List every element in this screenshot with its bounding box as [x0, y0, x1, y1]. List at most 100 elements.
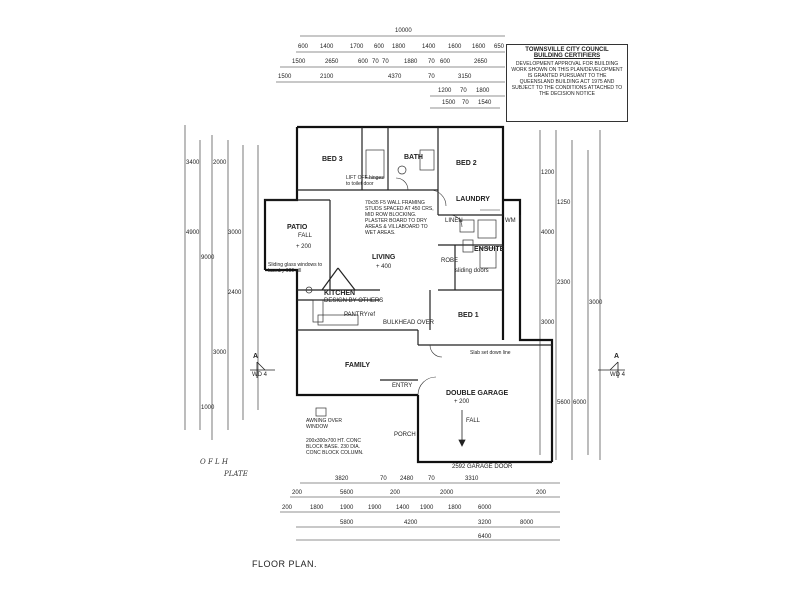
dim-right-1: 4000	[541, 230, 555, 236]
dim-left-4: 3000	[228, 230, 242, 236]
dim-top-r1-6: 1600	[448, 44, 462, 50]
dim-top-r1-0: 600	[298, 44, 309, 50]
dim-right-5: 5600	[557, 400, 571, 406]
dim-bot-r4-2: 3200	[478, 520, 492, 526]
dim-bot-r3-2: 1900	[340, 505, 354, 511]
room-bed1-label: BED 1	[458, 312, 479, 319]
note-sliding-glass: Sliding glass windows to laundry 600 sil…	[268, 262, 323, 274]
dim-left-2: 9000	[201, 255, 215, 261]
dim-bot-r1-0: 3820	[335, 476, 349, 482]
fixtures	[305, 149, 497, 417]
dim-top-r2-2: 600	[358, 59, 369, 65]
dim-bot-r2-4: 200	[536, 490, 547, 496]
dim-top-r1-2: 1700	[350, 44, 364, 50]
dim-top-r1-8: 650	[494, 44, 505, 50]
room-ref-label: ref	[368, 312, 376, 318]
dim-bot-r2-3: 2000	[440, 490, 454, 496]
dim-bot-r2-1: 5600	[340, 490, 354, 496]
dim-right-6: 6000	[573, 400, 587, 406]
dim-top-r2-0: 1500	[292, 59, 306, 65]
dim-bot-r3-1: 1800	[310, 505, 324, 511]
section-marker-left: A	[253, 353, 259, 360]
room-linen-label: LINEN	[445, 218, 463, 224]
stamp-title: TOWNSVILLE CITY COUNCIL	[525, 47, 609, 53]
dim-right-7: 3000	[589, 300, 603, 306]
dim-top-overall: 10000	[395, 28, 412, 34]
room-wm-label: WM	[505, 218, 516, 224]
dim-left-5: 2400	[228, 290, 242, 296]
note-block-base: 200x300x700 HT. CONC BLOCK BASE. 230 DIA…	[306, 438, 364, 456]
dim-bot-r2-0: 200	[292, 490, 303, 496]
dim-bot-r3-7: 6000	[478, 505, 492, 511]
dim-left-7: 1000	[201, 405, 215, 411]
dim-right-2: 1250	[557, 200, 571, 206]
dim-bot-r3-4: 1400	[396, 505, 410, 511]
left-dimension-lines	[184, 125, 259, 440]
dim-top-r5-2: 1540	[478, 100, 492, 106]
dim-top-r3-2: 4370	[388, 74, 402, 80]
room-garage-fall: FALL	[466, 418, 481, 424]
page-title: FLOOR PLAN.	[252, 559, 318, 569]
section-markers	[250, 361, 625, 378]
section-marker-right: A	[614, 353, 620, 360]
exterior-walls	[263, 125, 554, 464]
dim-top-r2-3: 70	[372, 59, 379, 65]
dim-left-0: 3400	[186, 160, 200, 166]
dim-top-r4-1: 70	[460, 88, 467, 94]
room-patio-label: PATIO	[287, 224, 308, 231]
room-kitchen-label: KITCHEN	[324, 290, 356, 297]
dim-top-r1-5: 1400	[422, 44, 436, 50]
note-bulkhead: BULKHEAD OVER	[383, 320, 435, 326]
dim-top-r3-4: 3150	[458, 74, 472, 80]
dim-right-3: 2300	[557, 280, 571, 286]
note-lift-off-hinges: LIFT OFF hinges to toilet door	[346, 175, 384, 187]
handwritten-note-1: O F L H	[200, 458, 229, 466]
dim-top-r5-0: 1500	[442, 100, 456, 106]
garage-fall-arrow	[458, 410, 466, 447]
note-slab-set-down: Slab set down line	[470, 350, 511, 356]
dim-top-r1-4: 1800	[392, 44, 406, 50]
dim-bot-r5-0: 6400	[478, 534, 492, 540]
room-patio-fall: FALL	[298, 233, 313, 239]
note-awning: AWNING OVER WINDOW	[306, 418, 342, 430]
dim-left-3: 2000	[213, 160, 227, 166]
room-garage-level: + 200	[454, 399, 470, 405]
dim-bot-r1-1: 70	[380, 476, 387, 482]
room-family-label: FAMILY	[345, 362, 371, 369]
handwritten-note-2: PLATE	[224, 470, 248, 478]
dim-top-r1-7: 1600	[472, 44, 486, 50]
interior-walls	[265, 127, 552, 381]
room-robe-label: ROBE	[441, 258, 459, 264]
room-living-level: + 400	[376, 264, 392, 270]
room-bed2-label: BED 2	[456, 160, 477, 167]
room-living-label: LIVING	[372, 254, 396, 261]
dim-bot-r4-1: 4200	[404, 520, 418, 526]
room-garage-label: DOUBLE GARAGE	[446, 390, 509, 397]
council-approval-stamp: TOWNSVILLE CITY COUNCIL BUILDING CERTIFI…	[506, 44, 628, 122]
room-ensuite-label: ENSUITE	[474, 246, 505, 253]
dim-top-r2-5: 1880	[404, 59, 418, 65]
stamp-subtitle: BUILDING CERTIFIERS	[533, 53, 601, 59]
dim-top-r2-4: 70	[382, 59, 389, 65]
dim-right-0: 1200	[541, 170, 555, 176]
dim-bot-r3-5: 1900	[420, 505, 434, 511]
dim-top-r3-3: 70	[428, 74, 435, 80]
dim-bot-r2-2: 200	[390, 490, 401, 496]
dim-top-r2-1: 2650	[325, 59, 339, 65]
dim-bot-r3-6: 1800	[448, 505, 462, 511]
dim-top-r4-2: 1800	[476, 88, 490, 94]
room-patio-level: + 200	[296, 244, 312, 250]
dim-bot-r3-0: 200	[282, 505, 293, 511]
dim-top-r2-8: 2650	[474, 59, 488, 65]
dim-top-r3-0: 1500	[278, 74, 292, 80]
dim-bot-r1-2: 2480	[400, 476, 414, 482]
dim-top-r1-3: 600	[374, 44, 385, 50]
note-wall-framing: 70x35 F5 WALL FRAMING STUDS SPACED AT 45…	[365, 200, 434, 236]
dim-top-r4-0: 1200	[438, 88, 452, 94]
room-laundry-label: LAUNDRY	[456, 196, 490, 203]
dim-right-4: 3000	[541, 320, 555, 326]
dim-bot-r4-0: 5800	[340, 520, 354, 526]
dim-top-r2-6: 70	[428, 59, 435, 65]
dim-bot-r4-3: 8000	[520, 520, 534, 526]
bottom-dimension-lines	[280, 482, 560, 541]
